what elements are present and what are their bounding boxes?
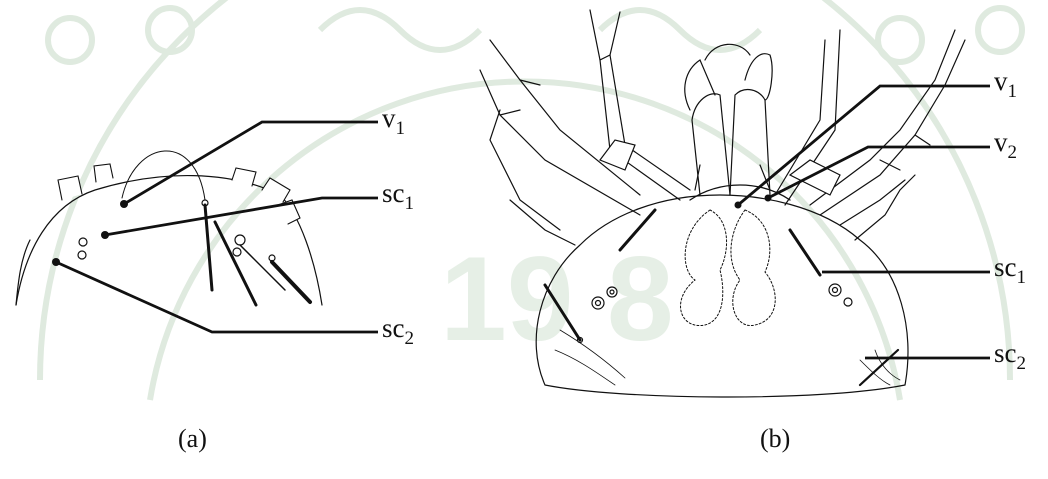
label-v2-b: v2: [994, 129, 1017, 156]
internal-organ-left: [681, 210, 727, 326]
label-sc1-b: sc1: [994, 254, 1026, 281]
caption-b: (b): [760, 426, 790, 452]
label-v1-b: v1: [994, 68, 1017, 95]
label-sc2-b: sc2: [994, 340, 1026, 367]
internal-organ-right: [731, 210, 775, 326]
leader-v1-b: [738, 86, 990, 205]
idiosoma-outline: [536, 195, 908, 397]
